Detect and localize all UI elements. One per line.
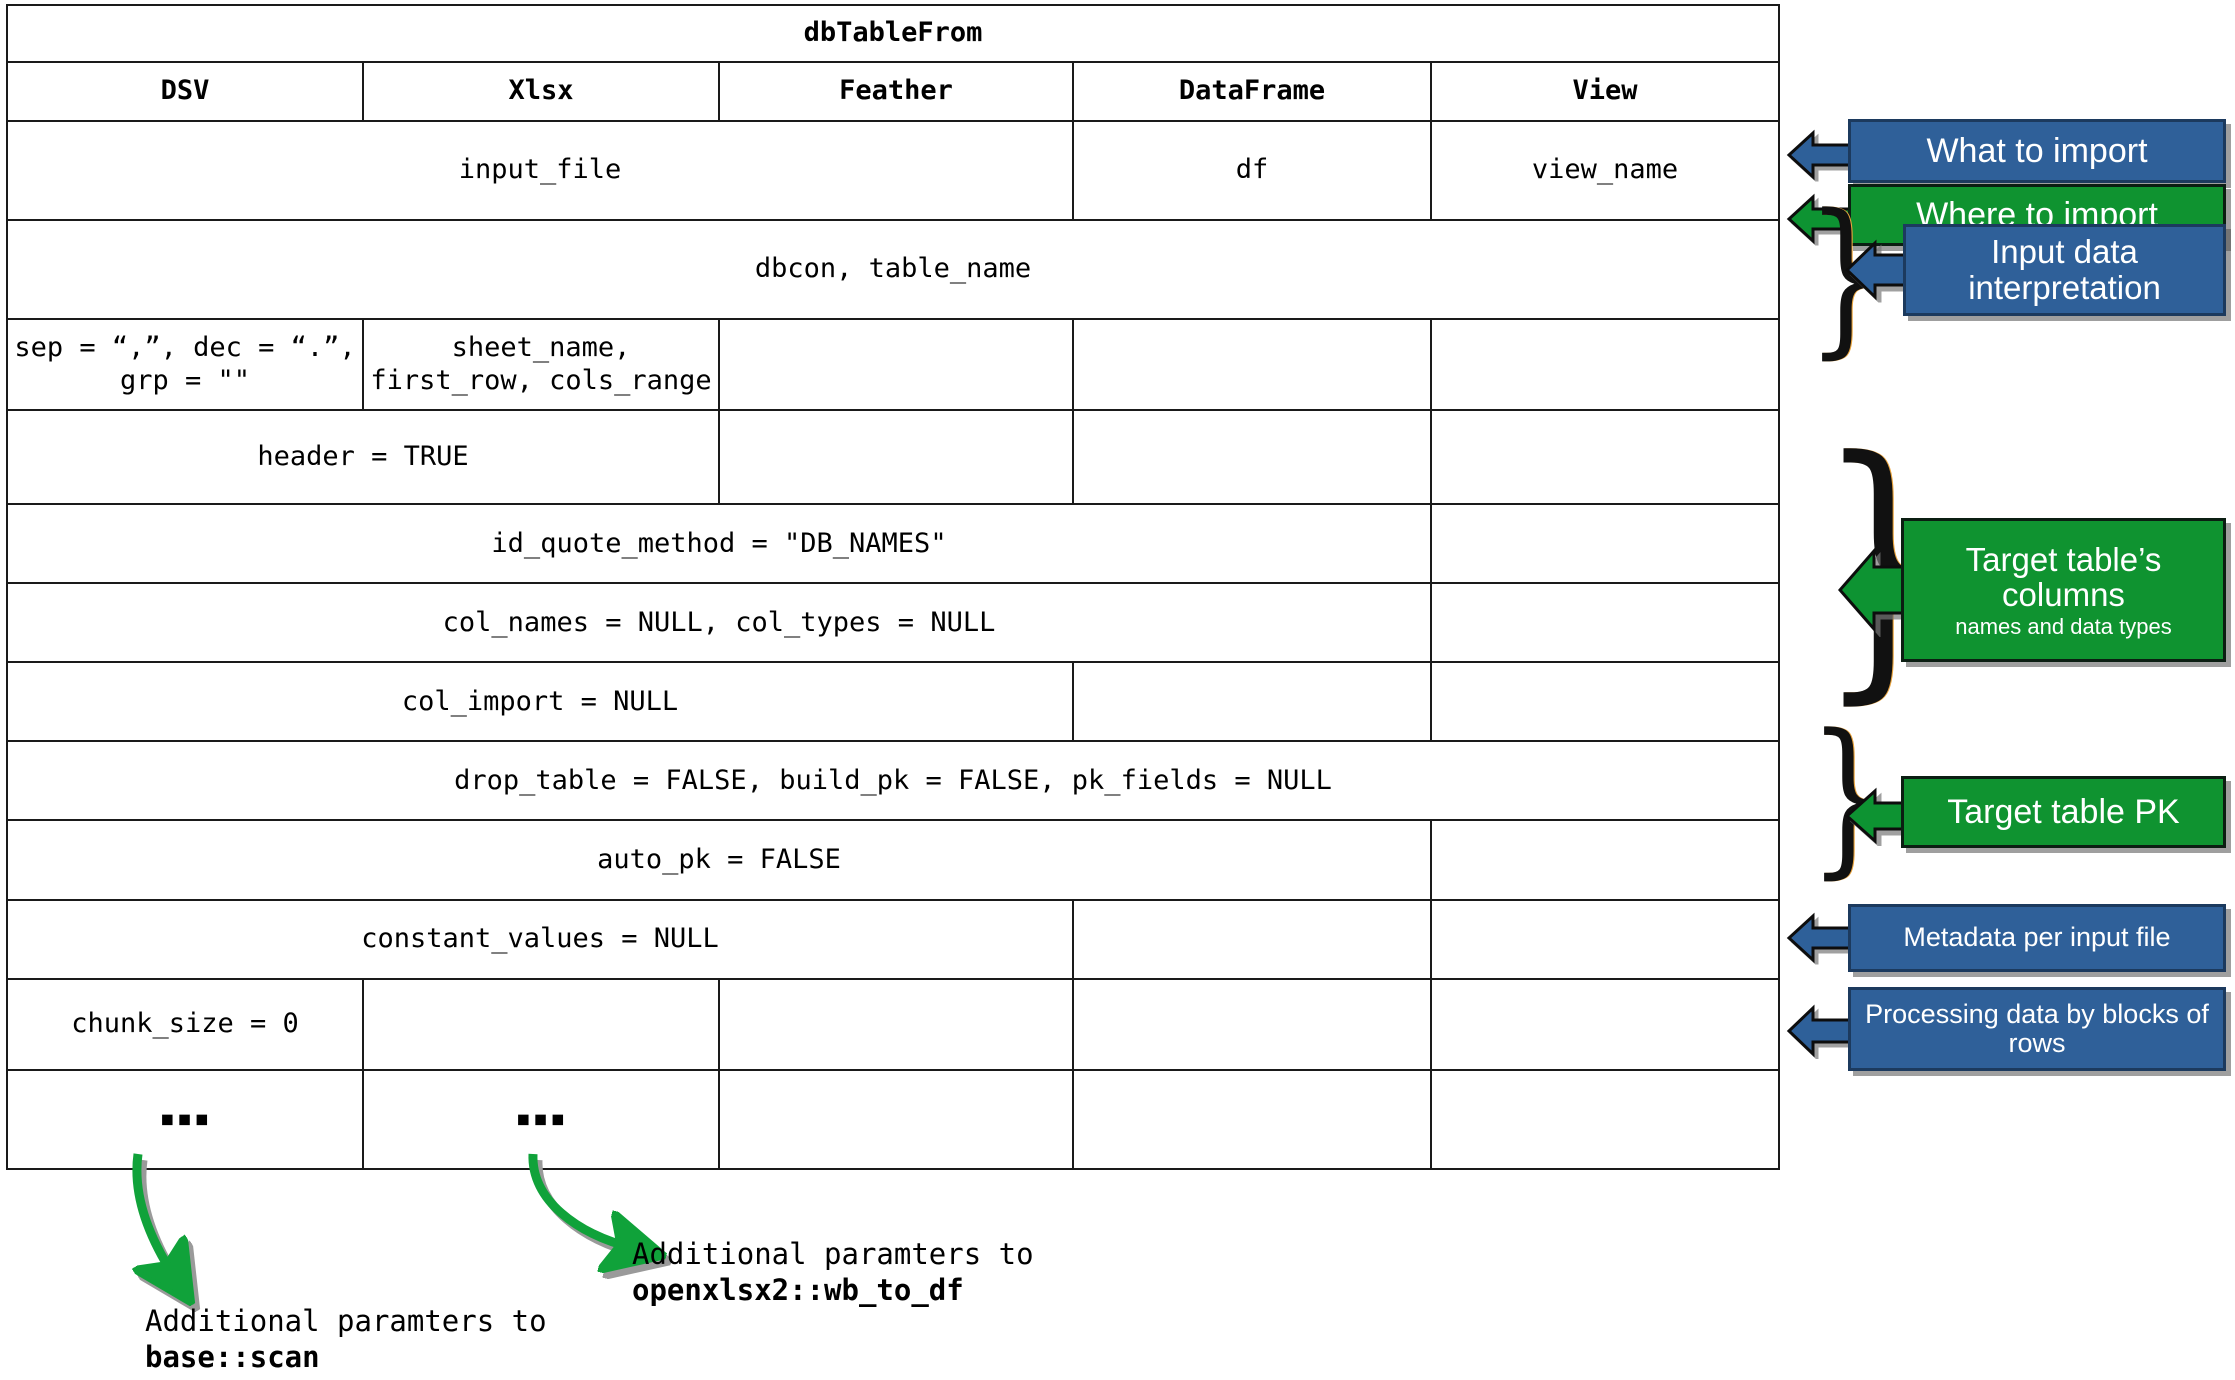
column-header-xlsx: Xlsx bbox=[362, 60, 720, 123]
cell-constant-values: constant_values = NULL bbox=[6, 898, 1074, 980]
caption-line1: Additional paramters to bbox=[632, 1237, 1034, 1271]
cell-view-name: view_name bbox=[1430, 120, 1780, 221]
annotation-label: Processing data by blocks of rows bbox=[1865, 998, 2209, 1058]
cell-sep-dec-grp: sep = “,”, dec = “.”, grp = "" bbox=[6, 317, 364, 412]
cell-col-import: col_import = NULL bbox=[6, 661, 1074, 743]
cell-na-view bbox=[1430, 1069, 1780, 1170]
cell-header-true: header = TRUE bbox=[6, 409, 720, 506]
cell-na-view bbox=[1430, 977, 1780, 1072]
column-header-dsv: DSV bbox=[6, 60, 364, 123]
cell-na-dataframe bbox=[1072, 661, 1432, 743]
cell-na-feather bbox=[718, 409, 1074, 506]
cell-col-names-types: col_names = NULL, col_types = NULL bbox=[6, 582, 1432, 664]
column-header-view: View bbox=[1430, 60, 1780, 123]
arrow-processing-data-by-blocks bbox=[1786, 1002, 1853, 1060]
table-header-row: DSV Xlsx Feather DataFrame View bbox=[6, 60, 1780, 123]
table-row: chunk_size = 0 bbox=[6, 977, 1780, 1072]
annotation-label: Metadata per input file bbox=[1903, 922, 2171, 953]
caption-line2: openxlsx2::wb_to_df bbox=[632, 1273, 964, 1308]
cell-id-quote-method: id_quote_method = "DB_NAMES" bbox=[6, 503, 1432, 585]
table-row: col_import = NULL bbox=[6, 661, 1780, 743]
cell-na-view bbox=[1430, 409, 1780, 506]
arrow-input-data-interpretation bbox=[1844, 235, 1917, 305]
cell-ellipsis-xlsx: ▪▪▪ bbox=[362, 1069, 720, 1170]
caption-line2: base::scan bbox=[145, 1340, 320, 1375]
table-row: dbcon, table_name bbox=[6, 218, 1780, 320]
cell-na-dataframe bbox=[1072, 977, 1432, 1072]
table-row: drop_table = FALSE, build_pk = FALSE, pk… bbox=[6, 740, 1780, 822]
cell-na-dataframe bbox=[1072, 1069, 1432, 1170]
cell-chunk-size: chunk_size = 0 bbox=[6, 977, 364, 1072]
cell-na-view bbox=[1430, 503, 1780, 585]
table-row: auto_pk = FALSE bbox=[6, 819, 1780, 901]
table-row: col_names = NULL, col_types = NULL bbox=[6, 582, 1780, 664]
column-header-feather: Feather bbox=[718, 60, 1074, 123]
cell-na-feather bbox=[718, 1069, 1074, 1170]
annotation-target-table-pk: Target table PK bbox=[1901, 776, 2226, 848]
cell-na-view bbox=[1430, 661, 1780, 743]
cell-na-view bbox=[1430, 317, 1780, 412]
annotation-metadata-per-input-file: Metadata per input file bbox=[1848, 904, 2226, 972]
cell-na-view bbox=[1430, 898, 1780, 980]
caption-line1: Additional paramters to bbox=[145, 1304, 547, 1338]
caption-base-scan: Additional paramters to base::scan bbox=[145, 1303, 547, 1376]
curved-arrow-wb-to-df bbox=[525, 1148, 715, 1278]
annotation-what-to-import: What to import bbox=[1848, 119, 2226, 183]
arrow-what-to-import bbox=[1786, 125, 1853, 185]
column-header-dataframe: DataFrame bbox=[1072, 60, 1432, 123]
cell-na-view bbox=[1430, 819, 1780, 901]
arrow-metadata-per-input-file bbox=[1786, 910, 1853, 966]
annotation-label: Input data interpretation bbox=[1968, 233, 2161, 306]
table-row: sep = “,”, dec = “.”, grp = "" sheet_nam… bbox=[6, 317, 1780, 412]
cell-na-view bbox=[1430, 582, 1780, 664]
annotation-input-data-interpretation: Input data interpretation bbox=[1903, 224, 2226, 316]
table-title-row: dbTableFrom bbox=[6, 4, 1780, 63]
curved-arrow-base-scan bbox=[130, 1148, 270, 1308]
parameters-table: dbTableFrom DSV Xlsx Feather DataFrame V… bbox=[6, 4, 1780, 1170]
annotation-target-table-columns: Target table’s columns names and data ty… bbox=[1901, 518, 2226, 662]
table-row: ▪▪▪ ▪▪▪ bbox=[6, 1069, 1780, 1170]
cell-na-dataframe bbox=[1072, 317, 1432, 412]
cell-sheet-name-etc: sheet_name, first_row, cols_range bbox=[362, 317, 720, 412]
table-row: id_quote_method = "DB_NAMES" bbox=[6, 503, 1780, 585]
cell-ellipsis-dsv: ▪▪▪ bbox=[6, 1069, 364, 1170]
table-title: dbTableFrom bbox=[6, 4, 1780, 63]
annotation-processing-data-by-blocks: Processing data by blocks of rows bbox=[1848, 987, 2226, 1071]
annotation-sublabel: names and data types bbox=[1955, 613, 2172, 639]
cell-na-xlsx bbox=[362, 977, 720, 1072]
cell-drop-table-build-pk: drop_table = FALSE, build_pk = FALSE, pk… bbox=[6, 740, 1780, 822]
cell-df: df bbox=[1072, 120, 1432, 221]
cell-input-file: input_file bbox=[6, 120, 1074, 221]
cell-na-dataframe bbox=[1072, 898, 1432, 980]
caption-wb-to-df: Additional paramters to openxlsx2::wb_to… bbox=[632, 1236, 1034, 1309]
cell-dbcon-table-name: dbcon, table_name bbox=[6, 218, 1780, 320]
annotation-label: What to import bbox=[1926, 131, 2148, 170]
annotation-label: Target table’s columns bbox=[1965, 540, 2162, 614]
annotation-label: Target table PK bbox=[1947, 792, 2180, 831]
arrow-target-table-columns bbox=[1838, 545, 1924, 635]
cell-na-feather bbox=[718, 317, 1074, 412]
cell-auto-pk: auto_pk = FALSE bbox=[6, 819, 1432, 901]
table-row: input_file df view_name bbox=[6, 120, 1780, 221]
table-row: constant_values = NULL bbox=[6, 898, 1780, 980]
cell-na-feather bbox=[718, 977, 1074, 1072]
cell-na-dataframe bbox=[1072, 409, 1432, 506]
table-row: header = TRUE bbox=[6, 409, 1780, 506]
